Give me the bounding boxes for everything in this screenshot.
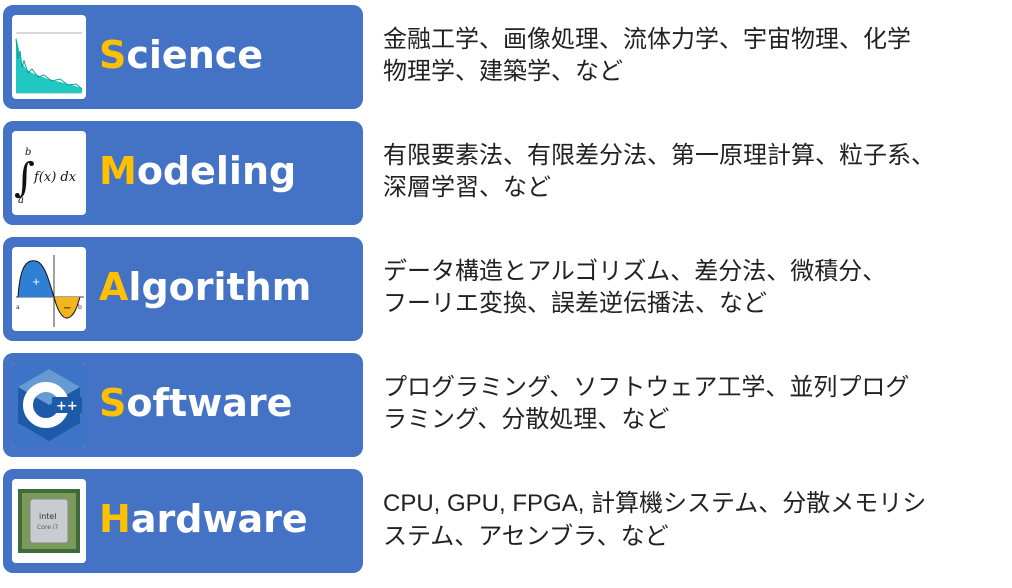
science-desc-line1: 金融工学、画像処理、流体力学、宇宙物理、化学 (383, 25, 911, 53)
svg-text:intel: intel (39, 512, 57, 521)
science-title: Science (99, 33, 264, 77)
modeling-desc-line1: 有限要素法、有限差分法、第一原理計算、粒子系、 (383, 141, 935, 169)
algorithm-title: Algorithm (99, 265, 312, 309)
svg-text:b: b (78, 304, 82, 311)
waveform-plot-icon (12, 15, 86, 99)
hardware-card: intel Core i7 Hardware (3, 469, 363, 573)
modeling-desc-line2: 深層学習、など (383, 173, 551, 201)
hardware-title: Hardware (99, 497, 308, 541)
integral-area-graph-icon: + − a b (12, 247, 86, 331)
svg-text:a: a (18, 195, 24, 206)
hardware-desc-line2: ステム、アセンブラ、など (383, 522, 669, 550)
software-desc-line2: ラミング、分散処理、など (383, 405, 670, 433)
software-desc-line1: プログラミング、ソフトウェア工学、並列プログ (383, 373, 910, 401)
svg-text:−: − (63, 303, 71, 314)
software-card: ++ Software (3, 353, 363, 457)
integral-formula-icon: ∫ b a f(x) dx (12, 131, 86, 215)
hardware-desc-line1-text: 計算機システム、分散メモリシ (591, 489, 927, 517)
svg-text:b: b (25, 147, 31, 158)
cpu-chip-icon: intel Core i7 (12, 479, 86, 563)
svg-text:Core i7: Core i7 (37, 524, 58, 531)
modeling-description: 有限要素法、有限差分法、第一原理計算、粒子系、 深層学習、など (383, 139, 993, 203)
science-card: Science (3, 5, 363, 109)
svg-text:+: + (32, 277, 40, 288)
algorithm-description: データ構造とアルゴリズム、差分法、微積分、 フーリエ変換、誤差逆伝播法、など (383, 255, 993, 319)
algorithm-card: + − a b Algorithm (3, 237, 363, 341)
modeling-title: Modeling (99, 149, 297, 193)
hardware-desc-line1: CPU, GPU, FPGA, 計算機システム、分散メモリシ (383, 487, 993, 520)
hardware-description: CPU, GPU, FPGA, 計算機システム、分散メモリシ ステム、アセンブラ… (383, 487, 993, 552)
row-science: Science 金融工学、画像処理、流体力学、宇宙物理、化学 物理学、建築学、な… (0, 5, 1012, 109)
software-description: プログラミング、ソフトウェア工学、並列プログ ラミング、分散処理、など (383, 371, 993, 435)
svg-text:∫: ∫ (14, 155, 35, 201)
svg-text:a: a (16, 304, 20, 311)
row-software: ++ Software プログラミング、ソフトウェア工学、並列プログ ラミング、… (0, 353, 1012, 457)
modeling-card: ∫ b a f(x) dx Modeling (3, 121, 363, 225)
cpp-logo-icon: ++ (12, 363, 86, 447)
algorithm-desc-line1: データ構造とアルゴリズム、差分法、微積分、 (383, 257, 887, 285)
row-modeling: ∫ b a f(x) dx Modeling 有限要素法、有限差分法、第一原理計… (0, 121, 1012, 225)
row-algorithm: + − a b Algorithm データ構造とアルゴリズム、差分法、微積分、 … (0, 237, 1012, 341)
svg-text:f(x) dx: f(x) dx (33, 170, 77, 185)
science-desc-line2: 物理学、建築学、など (383, 57, 623, 85)
software-title: Software (99, 381, 293, 425)
svg-text:++: ++ (56, 399, 78, 414)
hardware-desc-latin: CPU, GPU, FPGA, (383, 490, 592, 517)
algorithm-desc-line2: フーリエ変換、誤差逆伝播法、など (383, 289, 767, 317)
row-hardware: intel Core i7 Hardware CPU, GPU, FPGA, 計… (0, 469, 1012, 573)
science-description: 金融工学、画像処理、流体力学、宇宙物理、化学 物理学、建築学、など (383, 23, 993, 87)
